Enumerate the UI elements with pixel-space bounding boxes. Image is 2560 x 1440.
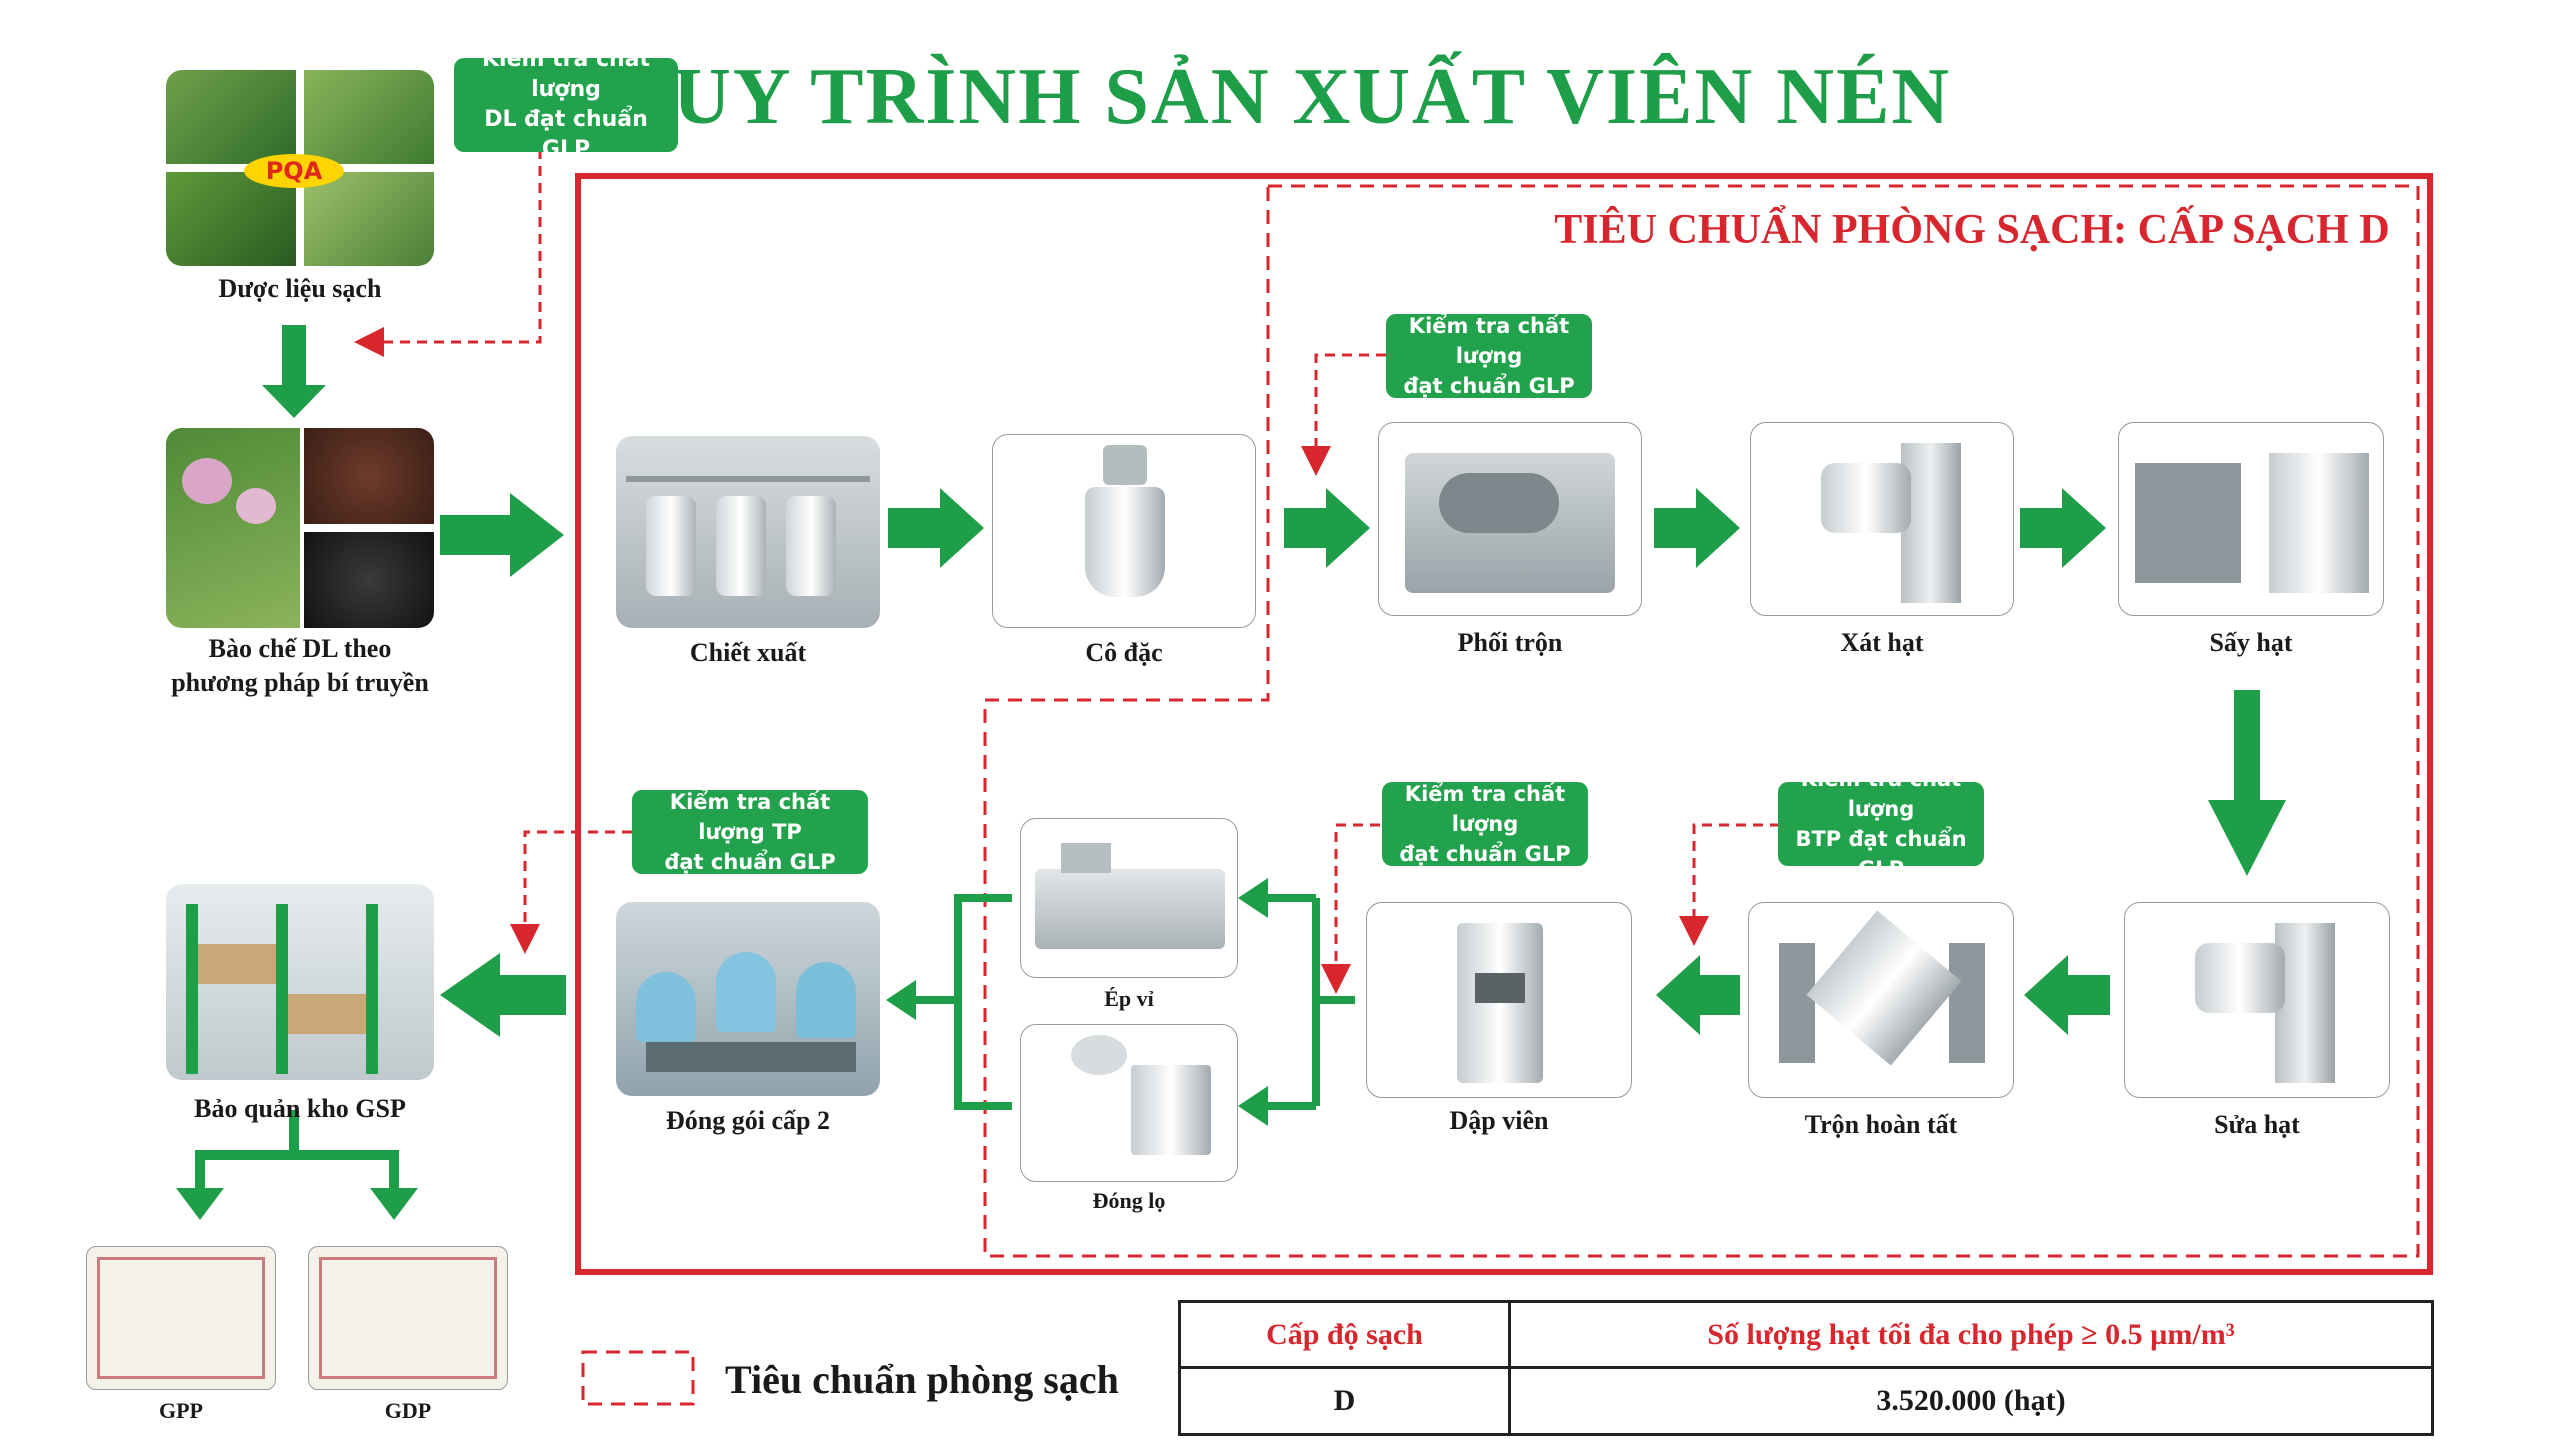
- granulate-photo: [1750, 422, 2014, 616]
- prep-label: Bào chế DL theo phương pháp bí truyền: [171, 634, 429, 697]
- legend-dashed-box: [581, 1350, 695, 1406]
- mix-label: Phối trộn: [1457, 628, 1563, 657]
- herbs-photo: PQA: [166, 70, 434, 266]
- press-photo: [1366, 902, 1632, 1098]
- mix-photo: [1378, 422, 1642, 616]
- arrow-to-mix: [1284, 488, 1370, 568]
- arrow-to-gdp: [370, 1188, 418, 1220]
- bottle-photo: [1020, 1024, 1238, 1182]
- arrow-extract-to-concentrate: [888, 488, 984, 568]
- arrow-granulate-to-dry: [2020, 488, 2106, 568]
- table-header-level: Cấp độ sạch: [1181, 1303, 1511, 1369]
- page-title: QUY TRÌNH SẢN XUẤT VIÊN NÉN: [608, 53, 1952, 141]
- extract-photo: [616, 436, 880, 628]
- arrow-mix-to-granulate: [1654, 488, 1740, 568]
- concentrate-label: Cô đặc: [1085, 638, 1163, 667]
- prep-photo: [166, 428, 434, 628]
- cleanroom-d-boundary: [983, 184, 2420, 1258]
- gdp-certificate: [308, 1246, 508, 1390]
- final-mix-photo: [1748, 902, 2014, 1098]
- production-area-frame: [575, 173, 2433, 1275]
- table-header-particles: Số lượng hạt tối đa cho phép ≥ 0.5 µm/m³: [1511, 1303, 2431, 1369]
- pointer-semi-check: [1679, 823, 1780, 946]
- table-cell-particles: 3.520.000 (hạt): [1876, 1384, 2066, 1417]
- badge-mixing-check: Kiểm tra chất lượng đạt chuẩn GLP: [1386, 314, 1592, 398]
- store-split: [195, 1110, 399, 1190]
- legend-label: Tiêu chuẩn phòng sạch: [725, 1357, 1119, 1402]
- extract-label: Chiết xuất: [689, 638, 807, 667]
- granulate-label: Xát hạt: [1840, 628, 1924, 657]
- repair-photo: [2124, 902, 2390, 1098]
- blister-label: Ép vỉ: [1104, 986, 1154, 1011]
- pointer-raw-check: [354, 132, 542, 357]
- flow-arrows: [262, 325, 2286, 1037]
- cleanroom-standard-title: TIÊU CHUẨN PHÒNG SẠCH: CẤP SẠCH D: [1554, 207, 2390, 253]
- pack2-label: Đóng gói cấp 2: [666, 1106, 830, 1135]
- arrow-into-blister: [1238, 878, 1268, 918]
- arrow-repair-to-finalmix: [2024, 955, 2110, 1035]
- arrow-to-gpp: [176, 1188, 224, 1220]
- arrow-into-pack2: [886, 980, 916, 1020]
- pointer-packing-check: [1321, 823, 1380, 994]
- store-photo: [166, 884, 434, 1080]
- dry-label: Sấy hạt: [2209, 628, 2293, 657]
- arrow-pack-to-store: [440, 953, 566, 1037]
- badge-finished-check: Kiểm tra chất lượng TP đạt chuẩn GLP: [632, 790, 868, 874]
- cleanroom-table: Cấp độ sạch Số lượng hạt tối đa cho phép…: [1178, 1300, 2434, 1436]
- pointer-mixing-check: [1301, 353, 1386, 476]
- herbs-label: Dược liệu sạch: [218, 274, 382, 303]
- badge-packing-check: Kiểm tra chất lượng đạt chuẩn GLP: [1382, 782, 1588, 866]
- badge-raw-check: Kiểm tra chất lượng DL đạt chuẩn GLP: [454, 47, 678, 162]
- press-label: Dập viên: [1449, 1106, 1549, 1135]
- concentrate-photo: [992, 434, 1256, 628]
- gdp-label: GDP: [384, 1398, 432, 1423]
- arrow-prep-to-extract: [440, 493, 564, 577]
- gpp-label: GPP: [159, 1398, 203, 1423]
- blister-photo: [1020, 818, 1238, 978]
- bottle-label: Đóng lọ: [1092, 1188, 1166, 1213]
- final-mix-label: Trộn hoàn tất: [1804, 1110, 1958, 1139]
- pointer-finished-check: [510, 830, 632, 954]
- pqa-logo: PQA: [244, 154, 344, 188]
- table-cell-level: D: [1181, 1369, 1511, 1433]
- badge-semi-check: Kiểm tra chất lượng BTP đạt chuẩn GLP: [1778, 767, 1984, 881]
- arrow-finalmix-to-press: [1656, 955, 1740, 1035]
- arrow-dry-to-repair: [2208, 690, 2286, 876]
- repair-label: Sửa hạt: [2214, 1110, 2300, 1139]
- gpp-certificate: [86, 1246, 276, 1390]
- arrow-herbs-to-prep: [262, 325, 326, 418]
- dry-photo: [2118, 422, 2384, 616]
- store-label: Bảo quản kho GSP: [194, 1094, 406, 1123]
- arrow-into-bottle: [1238, 1086, 1268, 1126]
- pack2-photo: [616, 902, 880, 1096]
